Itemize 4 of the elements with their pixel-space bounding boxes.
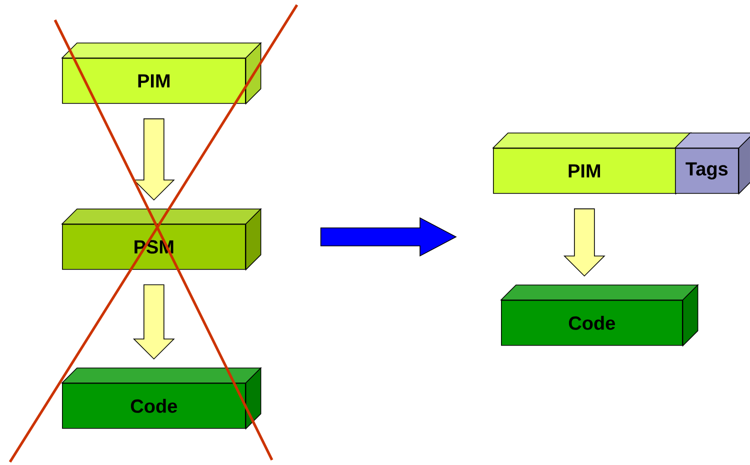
block-arrow [563, 208, 606, 277]
block-arrow [132, 284, 175, 360]
block-arrow [320, 217, 457, 257]
block-arrow [132, 118, 175, 201]
